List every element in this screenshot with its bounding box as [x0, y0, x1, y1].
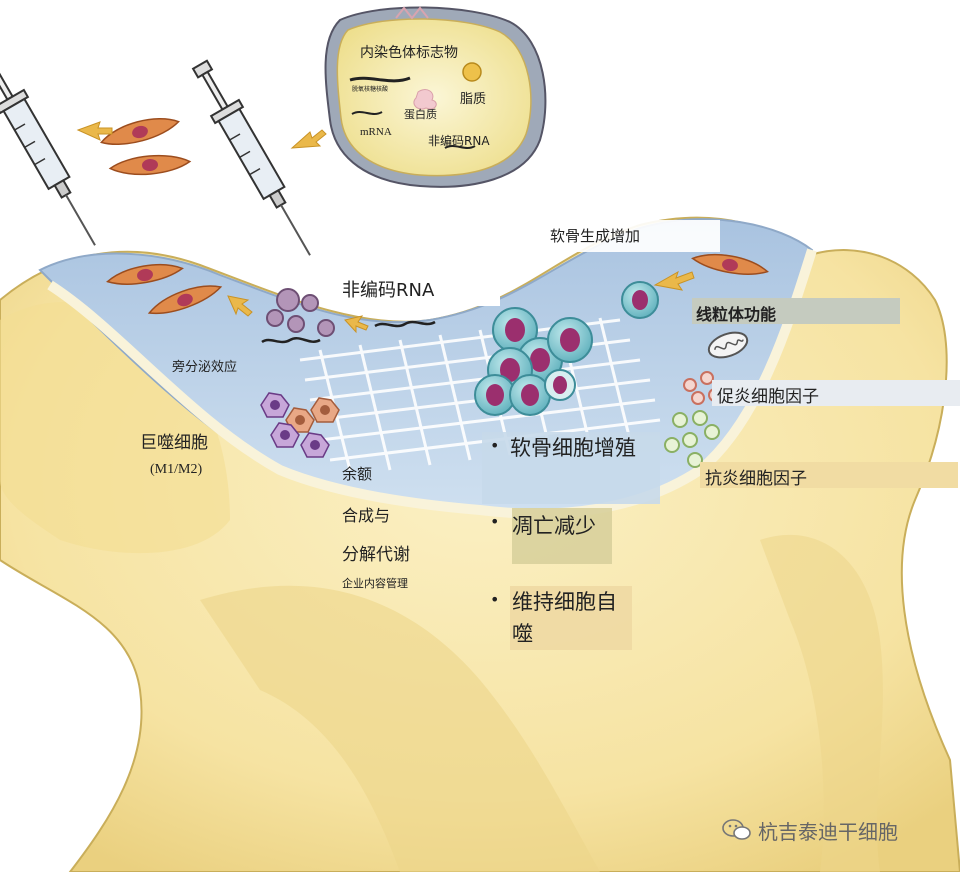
label-synthesis: 合成与	[342, 506, 391, 525]
chondrocyte-cluster	[474, 281, 659, 416]
anti-inflammatory-dots	[664, 410, 720, 468]
cargo-dna: 脱氧核糖核酸	[352, 86, 389, 93]
label-bg-anti	[700, 462, 958, 488]
bullet-autophagy-line2: 噬	[512, 622, 533, 646]
label-paracrine: 旁分泌效应	[172, 360, 238, 375]
msc-cells	[100, 118, 769, 315]
label-decomposition: 分解代谢	[342, 545, 410, 565]
label-m1m2: (M1/M2)	[150, 462, 203, 477]
cargo-lipid: 脂质	[460, 92, 487, 107]
label-bg-b2	[512, 508, 612, 564]
cartilage-lining	[47, 248, 817, 519]
rna-strands	[261, 320, 436, 344]
syringe-icon	[0, 60, 96, 246]
cargo-title: 内染色体标志物	[360, 45, 458, 61]
bullet-apoptosis: 凋亡减少	[512, 514, 596, 538]
label-bg-cartilage	[492, 220, 720, 252]
syringe-icon	[191, 59, 311, 256]
label-cartilage-generation: 软骨生成增加	[550, 227, 641, 245]
label-anti-inflammatory: 抗炎细胞因子	[705, 469, 807, 489]
bone-shading-right	[760, 534, 883, 872]
watermark: 杭吉泰迪干细胞	[758, 820, 898, 844]
cargo-ncrna: 非编码RNA	[428, 134, 490, 148]
cargo-mrna: mRNA	[360, 126, 392, 138]
label-bg-pro	[712, 380, 960, 406]
label-pro-inflammatory: 促炎细胞因子	[717, 387, 819, 407]
label-management: 企业内容管理	[342, 577, 408, 590]
bullet-proliferation: 软骨细胞增殖	[510, 436, 636, 460]
label-ncrna: 非编码RNA	[342, 280, 435, 301]
cargo-protein: 蛋白质	[404, 108, 437, 121]
macrophage-cluster	[260, 392, 340, 458]
bone-shading	[200, 585, 600, 872]
mitochondria-icon	[707, 331, 749, 359]
label-mitochondria-function: 线粒体功能	[696, 305, 777, 324]
bullet-dot: •	[490, 590, 500, 609]
arrow-icon	[76, 121, 695, 334]
wechat-icon	[722, 819, 751, 840]
label-bg-ncrna	[337, 268, 500, 306]
bullet-dot: •	[490, 512, 500, 531]
bullet-autophagy-line1: 维持细胞自	[512, 590, 617, 614]
exosome-cargo-vesicle	[324, 6, 547, 188]
bullet-dot: •	[490, 436, 500, 455]
label-surplus: 余额	[342, 465, 373, 483]
label-macrophage: 巨噬细胞	[140, 433, 208, 453]
label-bg-mito	[692, 298, 900, 324]
exosome-vesicles	[266, 288, 335, 337]
label-bg-b3	[510, 586, 632, 650]
label-bg-b1	[482, 432, 660, 504]
